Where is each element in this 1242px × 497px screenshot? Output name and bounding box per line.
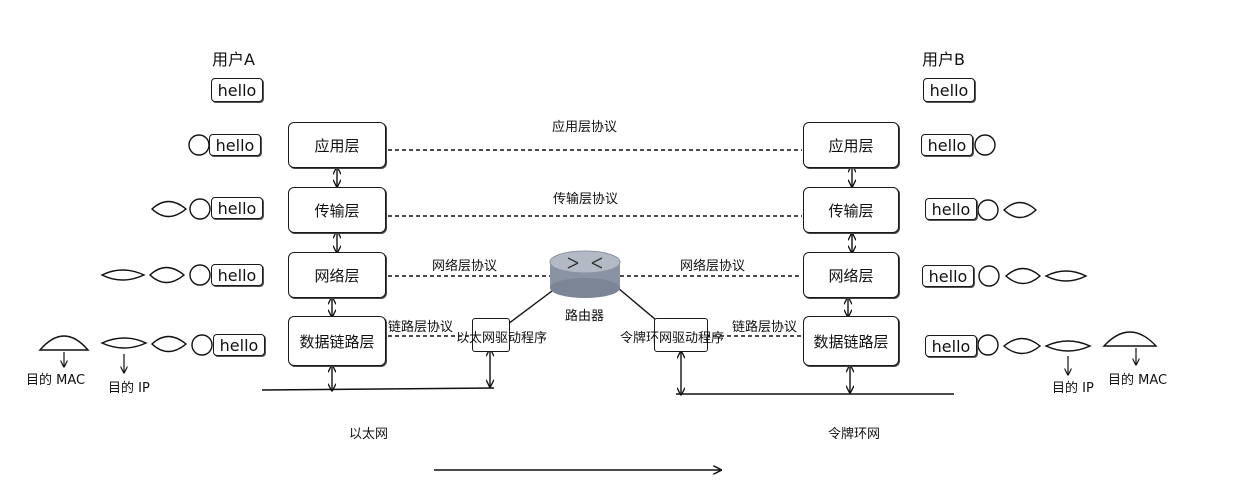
app-header-icon bbox=[191, 334, 213, 356]
user-b-label: 用户B bbox=[922, 50, 965, 69]
user-a-label: 用户A bbox=[212, 50, 255, 69]
message-hello: hello bbox=[923, 78, 975, 102]
app-protocol-label: 应用层协议 bbox=[552, 120, 618, 135]
mac-header-icon bbox=[1102, 331, 1158, 347]
router-label: 路由器 bbox=[565, 309, 605, 324]
transport-protocol-label: 传输层协议 bbox=[553, 192, 619, 207]
ethernet-driver-label: 以太网驱动程序 bbox=[456, 331, 548, 346]
message-hello: hello bbox=[211, 197, 263, 219]
message-hello: hello bbox=[211, 264, 263, 286]
message-hello: hello bbox=[209, 134, 261, 156]
link-protocol-label-right: 链路层协议 bbox=[732, 320, 798, 335]
ip-header-icon bbox=[1044, 340, 1092, 352]
ip-header-icon bbox=[1044, 270, 1088, 282]
transport-header-icon bbox=[150, 335, 188, 353]
transport-header-icon bbox=[1002, 201, 1038, 219]
right-application-layer: 应用层 bbox=[803, 122, 899, 168]
message-hello: hello bbox=[213, 334, 265, 356]
app-header-icon bbox=[188, 134, 210, 156]
left-datalink-layer: 数据链路层 bbox=[288, 316, 386, 366]
right-datalink-layer: 数据链路层 bbox=[803, 316, 899, 366]
dest-mac-label-right: 目的 MAC bbox=[1108, 373, 1168, 388]
left-transport-layer: 传输层 bbox=[288, 187, 386, 233]
right-network-layer: 网络层 bbox=[803, 252, 899, 298]
left-network-layer: 网络层 bbox=[288, 252, 386, 298]
message-hello: hello bbox=[925, 198, 977, 220]
transport-header-icon bbox=[1002, 337, 1042, 355]
router-icon bbox=[549, 250, 621, 298]
message-hello: hello bbox=[921, 134, 973, 156]
ethernet-label: 以太网 bbox=[349, 427, 389, 442]
transport-header-icon bbox=[148, 266, 186, 284]
ethernet-driver-box bbox=[472, 318, 510, 352]
tokenring-label: 令牌环网 bbox=[828, 427, 881, 442]
tokenring-driver-label: 令牌环网驱动程序 bbox=[620, 331, 725, 346]
app-header-icon bbox=[189, 264, 211, 286]
left-application-layer: 应用层 bbox=[288, 122, 386, 168]
dest-ip-label-right: 目的 IP bbox=[1052, 381, 1094, 396]
tokenring-driver-box bbox=[654, 318, 708, 352]
message-hello: hello bbox=[925, 335, 977, 357]
network-protocol-label-right: 网络层协议 bbox=[680, 259, 746, 274]
app-header-icon bbox=[977, 334, 999, 356]
right-transport-layer: 传输层 bbox=[803, 187, 899, 233]
app-header-icon bbox=[189, 198, 211, 220]
ip-header-icon bbox=[100, 269, 146, 281]
message-hello: hello bbox=[922, 265, 974, 287]
dest-ip-label-left: 目的 IP bbox=[108, 381, 150, 396]
app-header-icon bbox=[974, 134, 996, 156]
network-protocol-label-left: 网络层协议 bbox=[432, 259, 498, 274]
link-protocol-label-left: 链路层协议 bbox=[388, 320, 454, 335]
message-hello: hello bbox=[211, 78, 263, 102]
transport-header-icon bbox=[1004, 267, 1042, 285]
app-header-icon bbox=[978, 265, 1000, 287]
dest-mac-label-left: 目的 MAC bbox=[26, 373, 86, 388]
app-header-icon bbox=[977, 199, 999, 221]
mac-header-icon bbox=[38, 335, 90, 351]
ip-header-icon bbox=[100, 337, 148, 349]
transport-header-icon bbox=[150, 200, 188, 218]
ethernet-cable bbox=[261, 387, 495, 391]
